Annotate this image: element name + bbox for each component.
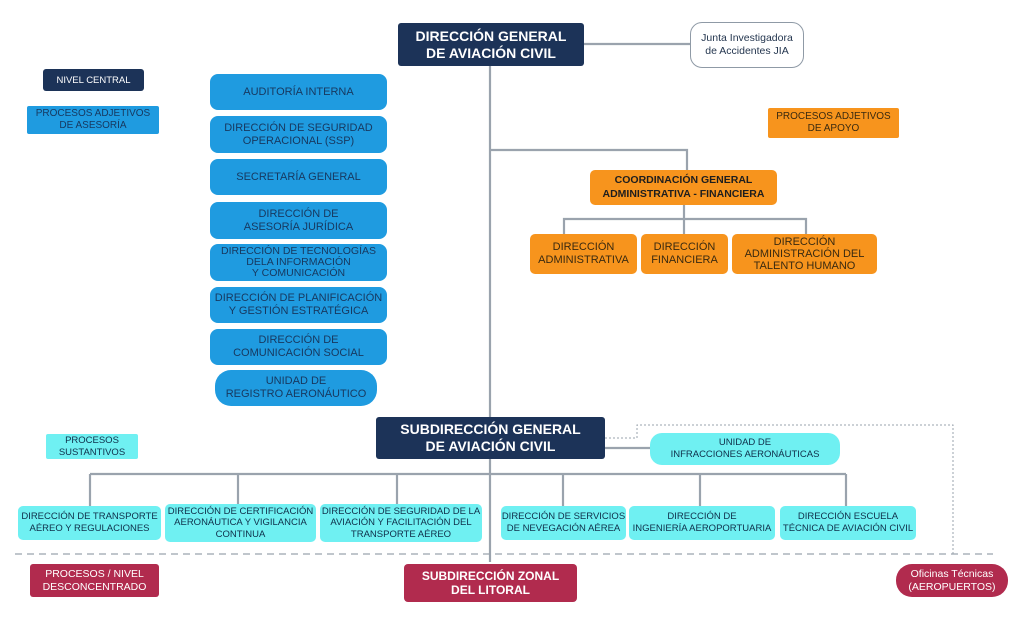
direccion-seguridad-operacional-box: DIRECCIÓN DE SEGURIDAD OPERACIONAL (SSP)	[210, 116, 387, 153]
auditoria-interna-box: AUDITORÍA INTERNA	[210, 74, 387, 110]
direccion-ingenieria-aeroportuaria-box: DIRECCIÓN DE INGENIERÍA AEROPORTUARIA	[629, 506, 775, 540]
direccion-financiera-box: DIRECCIÓN FINANCIERA	[641, 234, 728, 274]
direccion-administrativa-box: DIRECCIÓN ADMINISTRATIVA	[530, 234, 637, 274]
direccion-asesoria-juridica-box: DIRECCIÓN DE ASESORÍA JURÍDICA	[210, 202, 387, 239]
direccion-talento-humano-box: DIRECCIÓN ADMINISTRACIÓN DEL TALENTO HUM…	[732, 234, 877, 274]
direccion-seguridad-aviacion-box: DIRECCIÓN DE SEGURIDAD DE LA AVIACIÓN Y …	[320, 504, 482, 542]
direccion-tecnologias-box: DIRECCIÓN DE TECNOLOGÍAS DELA INFORMACIÓ…	[210, 244, 387, 281]
oficinas-tecnicas-box: Oficinas Técnicas (AEROPUERTOS)	[896, 564, 1008, 597]
procesos-apoyo-tag: PROCESOS ADJETIVOS DE APOYO	[768, 108, 899, 138]
direccion-servicios-navegacion-box: DIRECCIÓN DE SERVICIOS DE NEVEGACIÓN AÉR…	[501, 506, 626, 540]
nivel-central-tag: NIVEL CENTRAL	[43, 69, 144, 91]
coordinacion-general-box: COORDINACIÓN GENERAL ADMINISTRATIVA - FI…	[590, 170, 777, 205]
subdireccion-zonal-litoral-box: SUBDIRECCIÓN ZONAL DEL LITORAL	[404, 564, 577, 602]
sgac-box: SUBDIRECCIÓN GENERAL DE AVIACIÓN CIVIL	[376, 417, 605, 459]
secretaria-general-box: SECRETARÍA GENERAL	[210, 159, 387, 195]
unidad-registro-aeronautico-box: UNIDAD DE REGISTRO AERONÁUTICO	[215, 370, 377, 406]
direccion-planificacion-box: DIRECCIÓN DE PLANIFICACIÓN Y GESTIÓN EST…	[210, 287, 387, 323]
dgac-box: DIRECCIÓN GENERAL DE AVIACIÓN CIVIL	[398, 23, 584, 66]
procesos-sustantivos-tag: PROCESOS SUSTANTIVOS	[46, 434, 138, 459]
direccion-transporte-aereo-box: DIRECCIÓN DE TRANSPORTE AÉREO Y REGULACI…	[18, 506, 161, 540]
direccion-escuela-tecnica-box: DIRECCIÓN ESCUELA TÉCNICA DE AVIACIÓN CI…	[780, 506, 916, 540]
direccion-certificacion-box: DIRECCIÓN DE CERTIFICACIÓN AERONÁUTICA Y…	[165, 504, 316, 542]
unidad-infracciones-box: UNIDAD DE INFRACCIONES AERONÁUTICAS	[650, 433, 840, 465]
jia-box: Junta Investigadora de Accidentes JIA	[690, 22, 804, 68]
procesos-asesoria-tag: PROCESOS ADJETIVOS DE ASESORÍA	[27, 106, 159, 134]
procesos-desconcentrado-tag: PROCESOS / NIVEL DESCONCENTRADO	[30, 564, 159, 597]
direccion-comunicacion-social-box: DIRECCIÓN DE COMUNICACIÓN SOCIAL	[210, 329, 387, 365]
